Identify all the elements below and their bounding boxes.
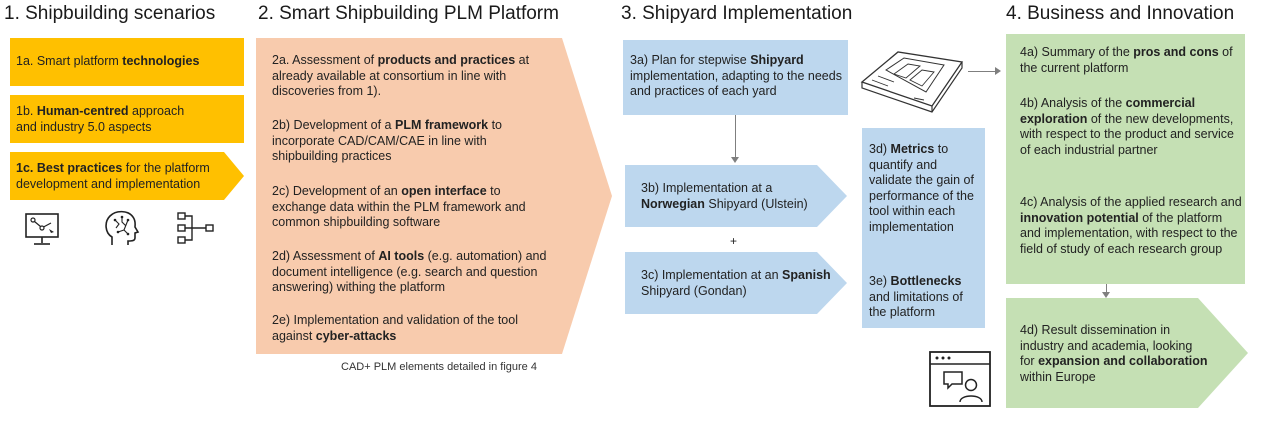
header-plm-platform: 2. Smart Shipbuilding PLM Platform bbox=[258, 3, 559, 24]
connector-to-4a bbox=[968, 71, 996, 72]
box-4d-content: 4d) Result dissemination in industry and… bbox=[1006, 298, 1208, 408]
box-1a: 1a. Smart platform technologies bbox=[10, 38, 244, 86]
text-3c: 3c) Implementation at an Spanish Shipyar… bbox=[641, 268, 831, 298]
text-3b: 3b) Implementation at a Norwegian Shipya… bbox=[641, 181, 808, 211]
connector-4c-4d bbox=[1106, 284, 1107, 293]
text-1b: 1b. Human-centred approach and industry … bbox=[16, 104, 185, 134]
header-shipbuilding-scenarios: 1. Shipbuilding scenarios bbox=[4, 3, 216, 24]
text-4c: 4c) Analysis of the applied research and… bbox=[1020, 195, 1242, 256]
text-2d: 2d) Assessment of AI tools (e.g. automat… bbox=[272, 249, 547, 294]
connector-3a-3b-head bbox=[731, 157, 739, 163]
plus-sign: + bbox=[730, 234, 738, 248]
box-3c bbox=[625, 252, 847, 314]
text-1a: 1a. Smart platform technologies bbox=[16, 54, 200, 68]
text-4a: 4a) Summary of the pros and cons of the … bbox=[1020, 45, 1233, 75]
box-3b-content: 3b) Implementation at a Norwegian Shipya… bbox=[625, 165, 825, 227]
text-3e: 3e) Bottlenecks and limitations of the p… bbox=[869, 274, 963, 319]
web-chat-icon bbox=[929, 351, 991, 407]
caption-plm-elements: CAD+ PLM elements detailed in figure 4 bbox=[341, 361, 537, 373]
box-4d bbox=[1006, 298, 1248, 408]
box-1c-content: 1c. Best practices for the platform deve… bbox=[10, 152, 230, 200]
box-3c-content: 3c) Implementation at an Spanish Shipyar… bbox=[625, 252, 831, 314]
box-plm-platform bbox=[256, 38, 612, 354]
box-3a: 3a) Plan for stepwise Shipyard implement… bbox=[623, 40, 848, 115]
header-business-innovation: 4. Business and Innovation bbox=[1006, 3, 1235, 24]
box-4abc: 4a) Summary of the pros and cons of the … bbox=[1006, 34, 1245, 284]
text-2b: 2b) Development of a PLM framework to in… bbox=[272, 118, 502, 163]
plm-platform-content: 2a. Assessment of products and practices… bbox=[256, 38, 556, 354]
text-2a: 2a. Assessment of products and practices… bbox=[272, 53, 530, 98]
text-2c: 2c) Development of an open interface to … bbox=[272, 184, 526, 229]
box-1c bbox=[10, 152, 244, 200]
connector-4c-4d-head bbox=[1102, 292, 1110, 298]
flowchart-icon bbox=[177, 212, 214, 244]
box-3d-3e: 3d) Metrics to quantify and validate the… bbox=[862, 128, 985, 328]
header-shipyard-implementation: 3. Shipyard Implementation bbox=[621, 3, 853, 24]
text-3d: 3d) Metrics to quantify and validate the… bbox=[869, 142, 974, 234]
text-4d: 4d) Result dissemination in industry and… bbox=[1020, 323, 1208, 384]
monitor-network-icon bbox=[25, 213, 59, 245]
box-3b bbox=[625, 165, 847, 227]
box-1b: 1b. Human-centred approach and industry … bbox=[10, 95, 244, 143]
brain-head-icon bbox=[105, 210, 140, 245]
text-1c: 1c. Best practices for the platform deve… bbox=[16, 161, 210, 191]
connector-to-4a-head bbox=[995, 67, 1001, 75]
ship-deck-icon bbox=[860, 51, 964, 113]
text-3a: 3a) Plan for stepwise Shipyard implement… bbox=[630, 53, 842, 98]
connector-3a-3b bbox=[735, 115, 736, 159]
text-2e: 2e) Implementation and validation of the… bbox=[272, 313, 518, 343]
text-4b: 4b) Analysis of the commercial explorati… bbox=[1020, 96, 1235, 157]
